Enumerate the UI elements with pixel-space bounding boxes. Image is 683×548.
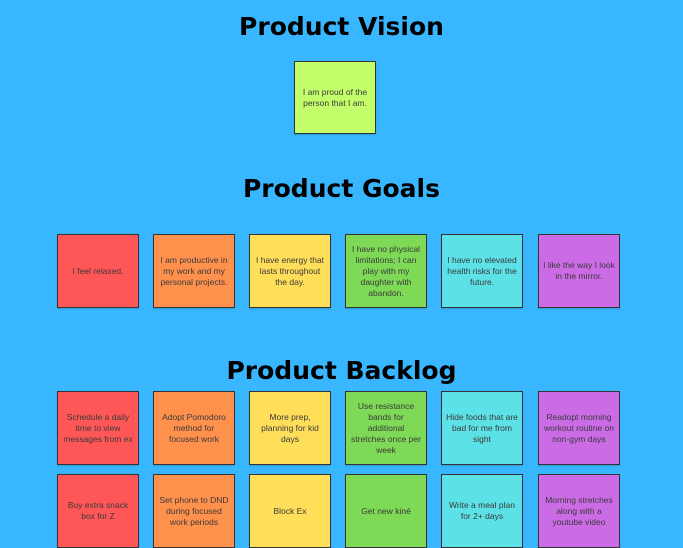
goal-note[interactable]: I like the way I look in the mirror. xyxy=(538,234,620,308)
sticky-note-text: Set phone to DND during focused work per… xyxy=(159,494,229,527)
backlog-note[interactable]: Buy extra snack box for Z xyxy=(57,474,139,548)
product-vision-title: Product Vision xyxy=(239,12,444,41)
backlog-note[interactable]: Block Ex xyxy=(249,474,331,548)
goal-note[interactable]: I feel relaxed. xyxy=(57,234,139,308)
sticky-note-text: I feel relaxed. xyxy=(72,265,124,276)
sticky-note-text: I like the way I look in the mirror. xyxy=(543,260,615,281)
vision-note[interactable]: I am proud of the person that I am. xyxy=(294,61,376,134)
sticky-note-text: Block Ex xyxy=(273,505,307,516)
backlog-note[interactable]: Schedule a daily time to view messages f… xyxy=(57,391,139,465)
sticky-note-text: More prep, planning for kid days xyxy=(261,411,319,444)
backlog-note[interactable]: Use resistance bands for additional stre… xyxy=(345,391,427,465)
goal-note[interactable]: I am productive in my work and my person… xyxy=(153,234,235,308)
sticky-note-text: Use resistance bands for additional stre… xyxy=(351,400,421,455)
sticky-note-text: Adopt Pomodoro method for focused work xyxy=(162,411,226,444)
backlog-note[interactable]: Adopt Pomodoro method for focused work xyxy=(153,391,235,465)
sticky-note-text: I have energy that lasts throughout the … xyxy=(255,254,325,287)
sticky-note-text: Get new kiné xyxy=(361,505,411,516)
backlog-note[interactable]: Set phone to DND during focused work per… xyxy=(153,474,235,548)
sticky-note-text: Buy extra snack box for Z xyxy=(67,500,129,521)
backlog-note[interactable]: More prep, planning for kid days xyxy=(249,391,331,465)
backlog-note[interactable]: Morning stretches along with a youtube v… xyxy=(538,474,620,548)
backlog-note[interactable]: Readopt morning workout routine on non-g… xyxy=(538,391,620,465)
sticky-note-text: I am proud of the person that I am. xyxy=(302,86,368,108)
product-backlog-title: Product Backlog xyxy=(226,356,457,385)
sticky-note-text: Morning stretches along with a youtube v… xyxy=(545,494,613,527)
backlog-note[interactable]: Write a meal plan for 2+ days xyxy=(441,474,523,548)
backlog-note[interactable]: Get new kiné xyxy=(345,474,427,548)
goal-note[interactable]: I have no physical limitations; I can pl… xyxy=(345,234,427,308)
backlog-note[interactable]: Hide foods that are bad for me from sigh… xyxy=(441,391,523,465)
sticky-note-text: I have no elevated health risks for the … xyxy=(447,254,517,287)
sticky-note-text: Readopt morning workout routine on non-g… xyxy=(544,411,614,444)
sticky-note-text: Schedule a daily time to view messages f… xyxy=(63,411,133,444)
sticky-note-text: Write a meal plan for 2+ days xyxy=(449,500,515,521)
goal-note[interactable]: I have energy that lasts throughout the … xyxy=(249,234,331,308)
product-goals-title: Product Goals xyxy=(242,174,440,203)
sticky-note-text: Hide foods that are bad for me from sigh… xyxy=(446,411,518,444)
goal-note[interactable]: I have no elevated health risks for the … xyxy=(441,234,523,308)
sticky-note-text: I am productive in my work and my person… xyxy=(160,254,228,287)
sticky-note-text: I have no physical limitations; I can pl… xyxy=(351,243,421,298)
